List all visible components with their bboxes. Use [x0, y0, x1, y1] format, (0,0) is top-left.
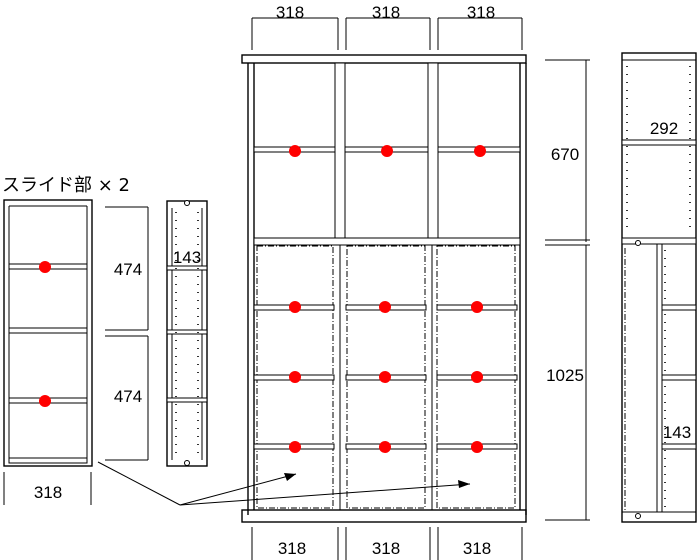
- height-dimensions: 670 1025: [545, 59, 590, 521]
- knob: [379, 301, 391, 313]
- knob: [289, 371, 301, 383]
- top-width-label-2: 318: [372, 3, 400, 22]
- knob: [471, 371, 483, 383]
- knob: [474, 145, 486, 157]
- knob: [471, 441, 483, 453]
- lower-height-label: 1025: [546, 366, 584, 385]
- upper-height-label: 670: [551, 145, 579, 164]
- knob: [471, 301, 483, 313]
- cabinet-side: 292 143: [621, 52, 697, 523]
- slide-width-label: 318: [34, 483, 62, 502]
- knob: [289, 441, 301, 453]
- slide-height-label-2: 474: [114, 387, 142, 406]
- slide-unit-title: スライド部 × 2: [2, 175, 130, 196]
- slide-height-dimensions: 474 474: [105, 206, 149, 461]
- cabinet-front: [241, 54, 527, 523]
- side-depth-label: 292: [650, 119, 678, 138]
- top-width-dimensions: 318 318 318: [251, 3, 523, 50]
- knob: [289, 301, 301, 313]
- bottom-width-label-2: 318: [372, 539, 400, 558]
- insert-arrows: [97, 461, 471, 506]
- bottom-width-label-1: 318: [278, 539, 306, 558]
- knob: [39, 395, 51, 407]
- bottom-width-dimensions: 318 318 318: [251, 527, 523, 560]
- slide-width-dimension: 318: [3, 472, 92, 505]
- top-width-label-3: 318: [467, 3, 495, 22]
- knob: [379, 371, 391, 383]
- top-width-label-1: 318: [276, 3, 304, 22]
- slide-height-label-1: 474: [114, 260, 142, 279]
- bottom-width-label-3: 318: [463, 539, 491, 558]
- slide-depth-label: 143: [173, 248, 201, 267]
- side-inner-depth-label: 143: [663, 423, 691, 442]
- knob: [381, 145, 393, 157]
- knob: [379, 441, 391, 453]
- knob: [289, 145, 301, 157]
- slide-unit-front: スライド部 × 2: [2, 175, 130, 467]
- slide-unit-side: 143: [166, 200, 208, 467]
- knob: [39, 261, 51, 273]
